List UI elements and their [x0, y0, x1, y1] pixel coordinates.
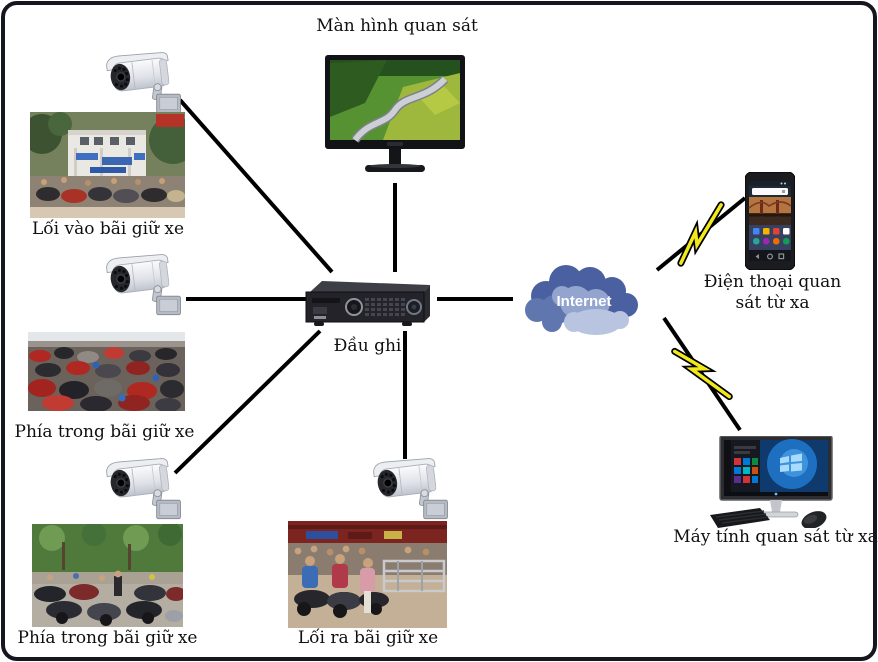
label-remote-phone-line2: sát từ xa — [735, 293, 810, 314]
label-remote-computer: Máy tính quan sát từ xa — [673, 527, 878, 547]
photo-parking-inside-2 — [32, 524, 183, 627]
desktop-computer-icon — [710, 436, 842, 528]
monitor-icon — [325, 55, 465, 177]
photo-parking-entrance — [30, 112, 185, 218]
label-recorder: Đầu ghi — [333, 336, 402, 356]
label-monitor: Màn hình quan sát — [316, 16, 478, 36]
label-remote-phone-line1: Điện thoại quan — [703, 272, 842, 292]
connection-line-entrance-dvr — [178, 98, 334, 274]
dvr-icon — [302, 276, 434, 332]
label-camera-inside-2: Phía trong bãi giữ xe — [17, 628, 198, 648]
label-camera-inside-1: Phía trong bãi giữ xe — [14, 422, 195, 442]
label-camera-exit: Lối ra bãi giữ xe — [297, 628, 439, 648]
cctv-camera-exit-icon — [370, 452, 458, 522]
label-camera-entrance: Lối vào bãi giữ xe — [31, 219, 185, 239]
cctv-camera-inside2-icon — [103, 452, 191, 522]
label-remote-phone: Điện thoại quan sát từ xa — [690, 272, 855, 315]
lightning-bolt-icon — [677, 201, 725, 267]
photo-parking-exit — [288, 521, 447, 628]
cctv-camera-inside1-icon — [103, 248, 191, 318]
cctv-camera-entrance-icon — [103, 46, 191, 116]
lightning-bolt-icon — [671, 347, 733, 401]
internet-cloud-icon: Internet — [522, 258, 650, 343]
internet-label: Internet — [556, 293, 611, 310]
connection-line-inside2-dvr — [173, 329, 322, 475]
smartphone-icon — [745, 172, 795, 270]
photo-parking-inside-1 — [28, 332, 185, 411]
